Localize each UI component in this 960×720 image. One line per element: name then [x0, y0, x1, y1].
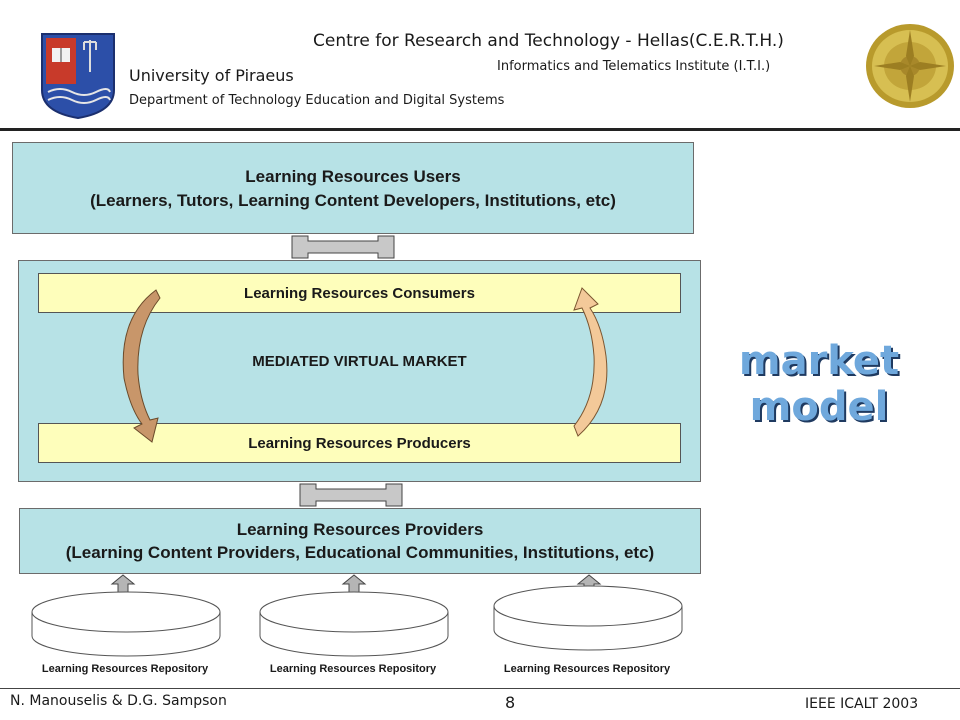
cycle-arrow-up-icon: [573, 287, 608, 437]
university-piraeus-logo: [41, 33, 115, 120]
repository-label-3: Learning Resources Repository: [503, 663, 671, 675]
users-box: [12, 142, 694, 234]
double-arrow-market-providers: [299, 483, 403, 507]
users-subtitle: (Learners, Tutors, Learning Content Deve…: [90, 191, 616, 210]
repository-label-1: Learning Resources Repository: [41, 663, 209, 675]
header-department: Department of Technology Education and D…: [129, 93, 505, 108]
repository-cylinder-3: [493, 585, 683, 651]
providers-title: Learning Resources Providers: [236, 520, 484, 539]
header-university: University of Piraeus: [129, 66, 294, 85]
providers-subtitle: (Learning Content Providers, Educational…: [65, 543, 655, 562]
double-arrow-users-market: [291, 235, 395, 259]
certh-seal-logo: [866, 24, 954, 108]
providers-box: [19, 508, 701, 574]
page-number: 8: [505, 693, 516, 712]
cycle-arrow-down-icon: [122, 289, 161, 443]
users-title: Learning Resources Users: [245, 167, 461, 186]
side-label-market: market: [738, 338, 900, 384]
repository-cylinder-1: [31, 591, 221, 657]
footer-divider: [0, 688, 960, 689]
repository-cylinder-2: [259, 591, 449, 657]
market-label: MEDIATED VIRTUAL MARKET: [252, 353, 467, 370]
header-title: Centre for Research and Technology - Hel…: [313, 31, 784, 51]
footer-authors: N. Manouselis & D.G. Sampson: [10, 693, 227, 709]
header-divider: [0, 128, 960, 131]
footer-conference: IEEE ICALT 2003: [805, 696, 919, 712]
repository-label-2: Learning Resources Repository: [269, 663, 437, 675]
side-label-model: model: [749, 384, 889, 430]
header-institute: Informatics and Telematics Institute (I.…: [497, 59, 771, 74]
